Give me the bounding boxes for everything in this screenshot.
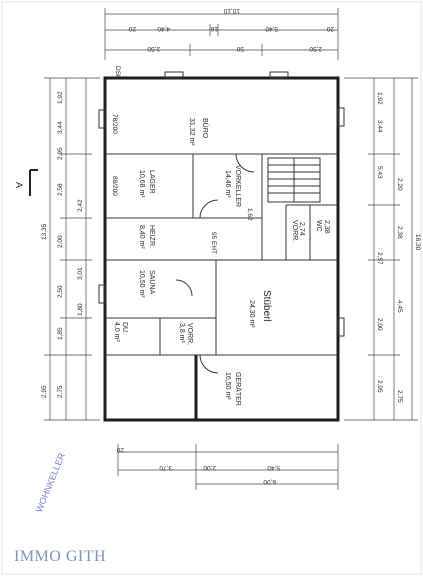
geraeter-wall [194,355,338,422]
room-area-du: 4,0 m² [113,322,120,343]
room-label-wc: WC [315,220,322,232]
window [269,71,289,79]
dim-left-14: 2,95 [41,385,48,398]
room-area-buero: 31,32 m² [188,118,195,146]
dim-left-6: 2,42 [77,199,84,212]
dim-bottom-overall: 6,00 [263,478,276,485]
room-area-heizr: 8,40 m² [138,225,145,249]
watermark-logo: IMMO GITH [14,548,107,565]
dim-top-e: 20 [326,25,334,32]
corner-mark: DSK [114,66,121,80]
dim-right-4: 2,20 [396,178,403,191]
room-label-vorkeller: VORKELLER [234,165,241,207]
room-label-geraeter: GERÄTER [234,372,242,406]
dimension-right [344,77,418,421]
dim-bottom-a: 20 [116,446,124,453]
dim-right-10: 2,95 [376,380,383,393]
dimension-top [104,8,339,60]
dim-top-a: 20 [128,25,136,32]
window [98,284,106,304]
dim-right-overall: 16,30 [414,234,421,251]
room-area-lager: 10,68 m² [138,170,145,198]
window [337,107,345,127]
dim-right-3: 5,43 [376,166,383,179]
dim-left-10: 2,50 [57,285,64,298]
dim-top2-a: 2,50 [147,45,160,52]
dim-right-1: 1,92 [376,92,383,105]
dim-bottom-d: 5,40 [267,464,280,471]
door-swing [199,199,219,219]
door-swing [235,153,255,173]
room-label-vorr-small: VORR. [291,220,298,242]
window [98,109,106,129]
staircase [267,157,321,203]
room-label-buero: BÜRO [201,118,209,139]
dim-left-overall: 13,35 [41,223,48,240]
window [337,317,345,337]
room-area-stuberl: 24,30 m² [248,300,255,328]
room-area-vorkeller: 14,46 m² [224,170,231,198]
room-label-du: DU. [121,322,128,334]
dim-left-15: 2,75 [57,385,64,398]
dim-left-7: 2,00 [57,235,64,248]
room-area-vorr-small: 2,74 [298,222,305,236]
svg-text:A: A [14,182,24,188]
room-area-wc: 2,38 [323,220,330,234]
dim-top-b: 4,40 [157,25,170,32]
room-area-geraeter: 16,50 m² [224,372,231,400]
dim-top-c: 16 [210,25,218,32]
dim-bottom-b: 3,70 [159,464,172,471]
dim-right-11: 2,75 [396,390,403,403]
dim-left-4: 2,95 [57,147,64,160]
dimension-left [44,77,100,421]
note-door-78: 78/200 [111,114,118,134]
dim-left-1: 1,92 [57,91,64,104]
dim-right-8: 4,45 [396,300,403,313]
room-label-vorr: VORR. [186,323,193,345]
section-marker: A [14,169,38,196]
note-door-88: 88/200 [111,176,118,196]
room-area-sauna: 10,50 m² [138,270,145,298]
outer-wall [103,76,340,422]
dim-left-2: 3,44 [57,121,64,134]
note-eht: 95 EHT [210,232,217,254]
dim-left-5: 2,58 [57,183,64,196]
room-label-stuberl: Stüberl [261,290,272,322]
dim-right-2: 3,44 [376,120,383,133]
dim-top-overall: 10,10 [223,7,240,14]
dim-right-6: 2,57 [376,252,383,265]
window [164,71,184,79]
dim-bottom-c: 2,00 [203,464,216,471]
dim-right-7: 2,00 [376,318,383,331]
dim-top-d: 5,40 [265,25,278,32]
dim-right-5: 2,38 [396,226,403,239]
room-label-lager: LAGER [148,170,155,194]
dim-left-9: 3,01 [77,267,84,280]
door-swing [175,279,193,297]
dim-left-11: 1,80 [77,303,84,316]
room-label-sauna: SAUNA [148,270,155,294]
dim-left-12: 1,85 [57,327,64,340]
dim-top2-c: 2,50 [309,45,322,52]
door-swing [199,354,219,374]
dim-top2-b: 50 [236,45,244,52]
dimension-bottom [117,444,339,490]
room-area-vorr: 3,8 m² [178,323,185,344]
room-label-heizr: HEIZR. [148,225,155,248]
note-162: 1,62 [246,208,253,221]
